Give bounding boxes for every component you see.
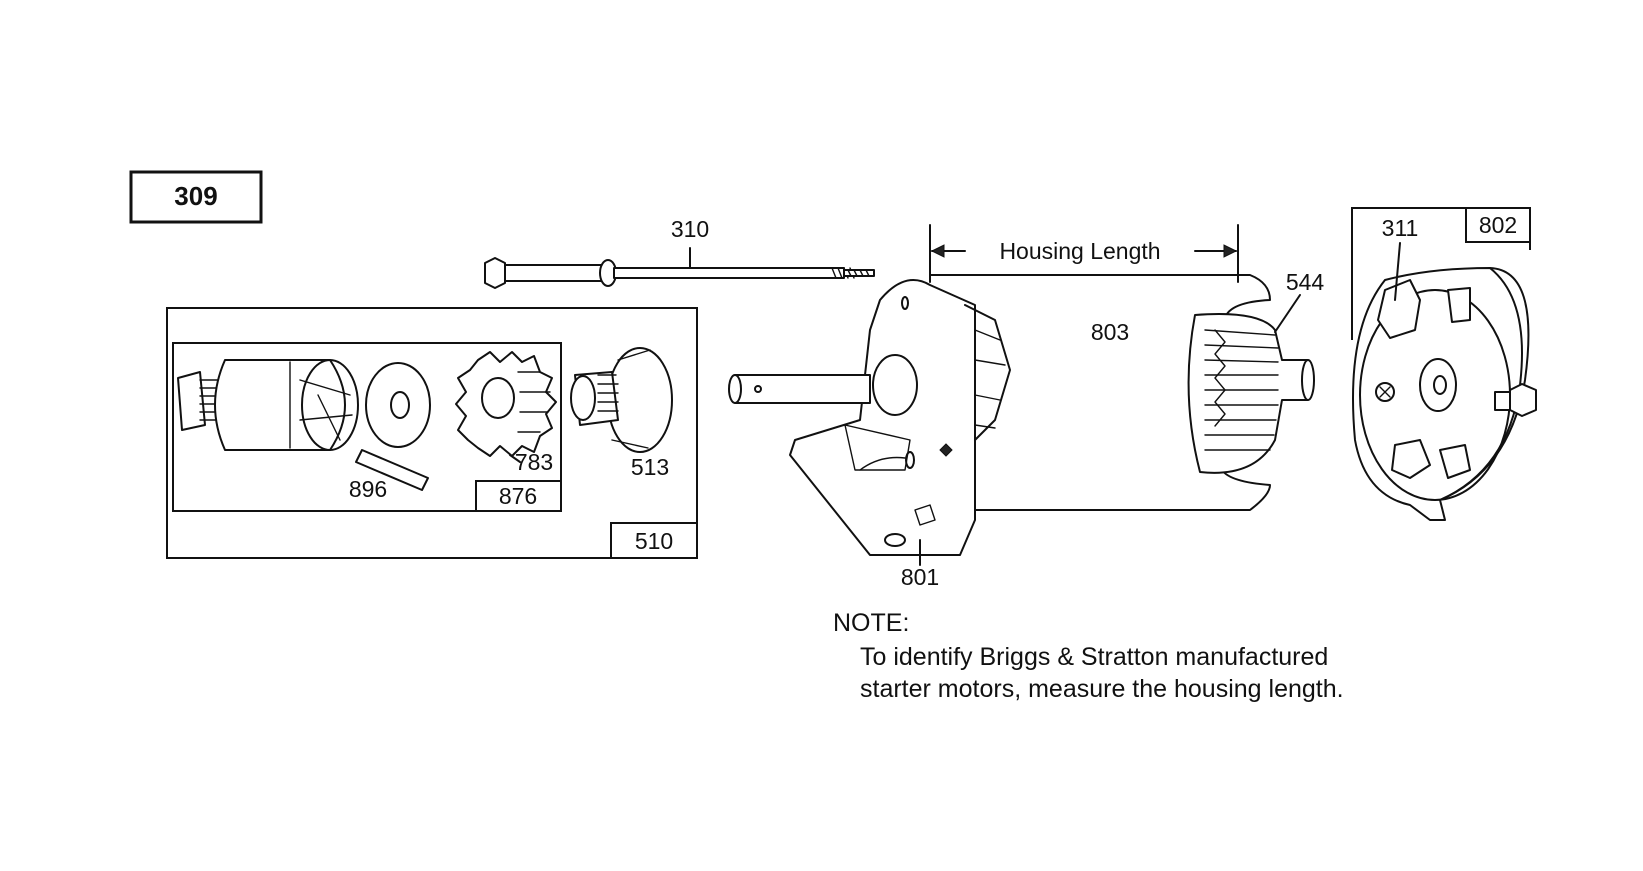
end-cap-group-box: 802: [1351, 207, 1531, 340]
housing-length-dimension: [929, 224, 1239, 283]
part-label-310: 310: [671, 216, 709, 242]
drive-end-cap: [728, 279, 1011, 566]
pinion-group-box: 876: [172, 342, 562, 512]
pin-part: [355, 449, 429, 491]
through-bolt: [484, 247, 875, 289]
note-heading: NOTE:: [833, 609, 909, 637]
clutch-part: [570, 347, 673, 453]
note-block: NOTE: To identify Briggs & Stratton manu…: [833, 609, 1344, 703]
part-label-513: 513: [631, 454, 669, 480]
drive-group-box: 510: [166, 307, 698, 559]
part-label-801: 801: [901, 564, 939, 590]
part-label-896: 896: [349, 476, 387, 502]
armature: [1187, 294, 1315, 474]
note-line-1: To identify Briggs & Stratton manufactur…: [860, 643, 1328, 671]
washer-part: [365, 362, 431, 448]
figure-number-box: 309: [129, 170, 263, 224]
part-label-311: 311: [1382, 215, 1419, 241]
part-label-876: 876: [499, 483, 537, 509]
gear-part: [455, 351, 557, 463]
end-cap: [1352, 242, 1537, 521]
part-label-510: 510: [635, 528, 673, 554]
note-line-2: starter motors, measure the housing leng…: [860, 675, 1344, 703]
part-label-783: 783: [515, 449, 553, 475]
housing-length-label: Housing Length: [999, 238, 1160, 264]
part-label-803: 803: [1091, 319, 1129, 345]
part-label-802: 802: [1479, 212, 1517, 238]
figure-number: 309: [174, 181, 217, 211]
drive-sleeve-part: [177, 359, 359, 451]
part-label-544: 544: [1286, 269, 1325, 295]
